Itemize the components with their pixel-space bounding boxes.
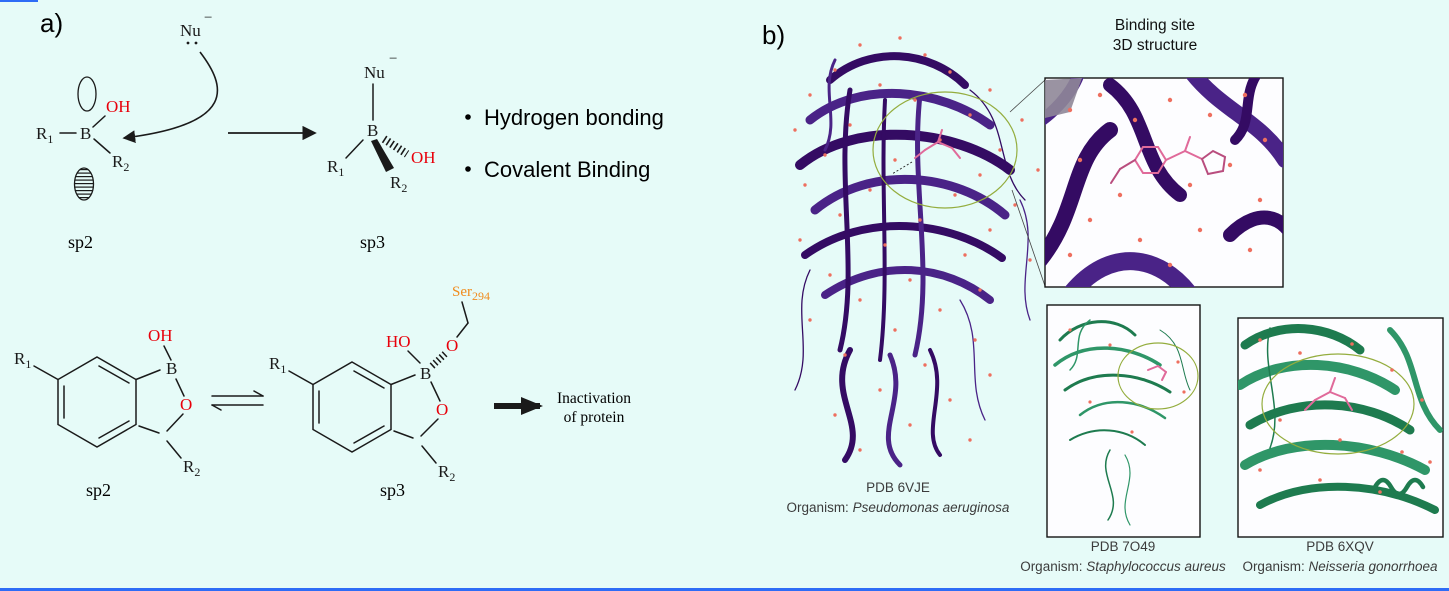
bullet-icon — [465, 166, 471, 172]
oxygen-label: O — [180, 395, 192, 414]
caption-pdb-6vje: PDB 6VJE — [866, 480, 930, 495]
slide-border-bottom — [0, 588, 1449, 591]
protein-7o49-illustration — [1046, 304, 1201, 538]
panel-a-chemistry: a) R1 B OH R2 Nu − Nu − B — [14, 8, 664, 500]
nucleophile-label: Nu — [364, 63, 385, 82]
hashed-wedge-bond — [381, 135, 410, 158]
bullet-icon — [465, 114, 471, 120]
hashed-wedge-bond — [429, 350, 449, 369]
zoom-connector-bottom — [1011, 189, 1046, 287]
curved-arrow-nucleophilic-attack — [122, 51, 219, 143]
ligand-6xqv — [1304, 377, 1353, 411]
binding-site-zoom-rendering — [1045, 78, 1283, 287]
sp3-hybridization-label: sp3 — [380, 480, 405, 500]
r1-label: R1 — [14, 349, 31, 371]
equilibrium-arrows — [211, 390, 264, 411]
empty-p-orbital — [77, 76, 97, 112]
r2-label: R2 — [183, 457, 200, 479]
protein-6vje-illustration — [794, 52, 1031, 468]
ligand-6vje — [891, 129, 961, 175]
benzoxaborole-sp2-structure: R1 B OH O R2 — [14, 326, 200, 479]
ligand-7o49 — [1147, 365, 1167, 381]
hydrogen-bond-dashes — [891, 161, 913, 175]
lone-pair-dot — [186, 41, 190, 45]
protein-6xqv-illustration — [1237, 317, 1444, 538]
sp2-hybridization-label: sp2 — [86, 480, 111, 500]
caption-pdb-7o49: PDB 7O49 — [1091, 539, 1156, 554]
binding-site-caption-line1: Binding site — [1115, 17, 1195, 34]
panel-b-structures: b) Binding site 3D structure — [762, 17, 1444, 574]
solvent-dots-6vje — [793, 36, 1040, 452]
r2-label: R2 — [112, 152, 129, 174]
inactivation-text-line1: Inactivation — [557, 390, 631, 407]
r1-label: R1 — [269, 354, 286, 376]
inactivation-text-line2: of protein — [564, 409, 625, 426]
filled-orbital — [73, 167, 95, 201]
water-dots-7o49 — [1068, 328, 1186, 434]
r2-label: R2 — [438, 462, 455, 484]
water-dots-6xqv — [1258, 338, 1432, 494]
binding-modes-list: Hydrogen bonding Covalent Binding — [465, 105, 664, 182]
boron-label: B — [166, 359, 177, 378]
oxygen-label: O — [446, 336, 458, 355]
sp2-hybridization-label: sp2 — [68, 232, 93, 252]
boron-label: B — [367, 121, 378, 140]
caption-organism-6xqv: Organism: Neisseria gonorrhoea — [1242, 559, 1438, 574]
r1-label: R1 — [36, 124, 53, 146]
benzoxaborole-sp3-serine-adduct: R1 B HO O Ser294 O R2 — [269, 284, 490, 484]
panel-b-label: b) — [762, 20, 785, 50]
caption-pdb-6xqv: PDB 6XQV — [1306, 539, 1374, 554]
hydroxide-label: HO — [386, 332, 411, 351]
boron-label: B — [420, 364, 431, 383]
sp3-hybridization-label: sp3 — [360, 232, 385, 252]
binding-site-annotation-circle — [872, 91, 1018, 209]
r2-label: R2 — [390, 173, 407, 195]
hydroxide-label: OH — [148, 326, 173, 345]
nucleophile-label: Nu — [180, 21, 201, 40]
oxygen-label: O — [436, 400, 448, 419]
sp2-boron-structure: R1 B OH R2 — [36, 76, 131, 201]
nucleophile-attack: Nu − — [122, 10, 219, 143]
negative-charge: − — [204, 10, 212, 26]
bullet-hydrogen-bonding: Hydrogen bonding — [484, 105, 664, 130]
caption-organism-7o49: Organism: Staphylococcus aureus — [1020, 559, 1226, 574]
binding-site-caption-line2: 3D structure — [1113, 37, 1197, 54]
hydroxide-label: OH — [106, 97, 131, 116]
bold-wedge-bond — [371, 139, 394, 172]
benzene-ring — [57, 356, 137, 448]
water-dots-zoom — [1067, 92, 1268, 268]
r1-label: R1 — [327, 157, 344, 179]
helix-coil — [1372, 477, 1426, 497]
binding-site-zoom-box — [1044, 77, 1284, 288]
binding-site-annotation-circle — [1261, 353, 1415, 455]
bullet-covalent-binding: Covalent Binding — [484, 157, 650, 182]
benzene-ring — [312, 361, 392, 453]
serine-294-label: Ser294 — [452, 284, 490, 303]
panel-a-label: a) — [40, 8, 63, 38]
caption-organism-6vje: Organism: Pseudomonas aeruginosa — [787, 500, 1010, 515]
helix-gray-patch — [1045, 78, 1082, 118]
ligand-zoom — [1110, 136, 1227, 184]
boron-label: B — [80, 124, 91, 143]
binding-site-annotation-circle — [1117, 342, 1199, 410]
hydroxide-label: OH — [411, 148, 436, 167]
sp3-boron-structure: Nu − B R1 OH R2 — [327, 51, 436, 195]
slide-border-top — [0, 0, 38, 2]
zoom-connector-top — [1009, 79, 1046, 113]
negative-charge: − — [389, 51, 397, 67]
lone-pair-dot — [194, 41, 198, 45]
